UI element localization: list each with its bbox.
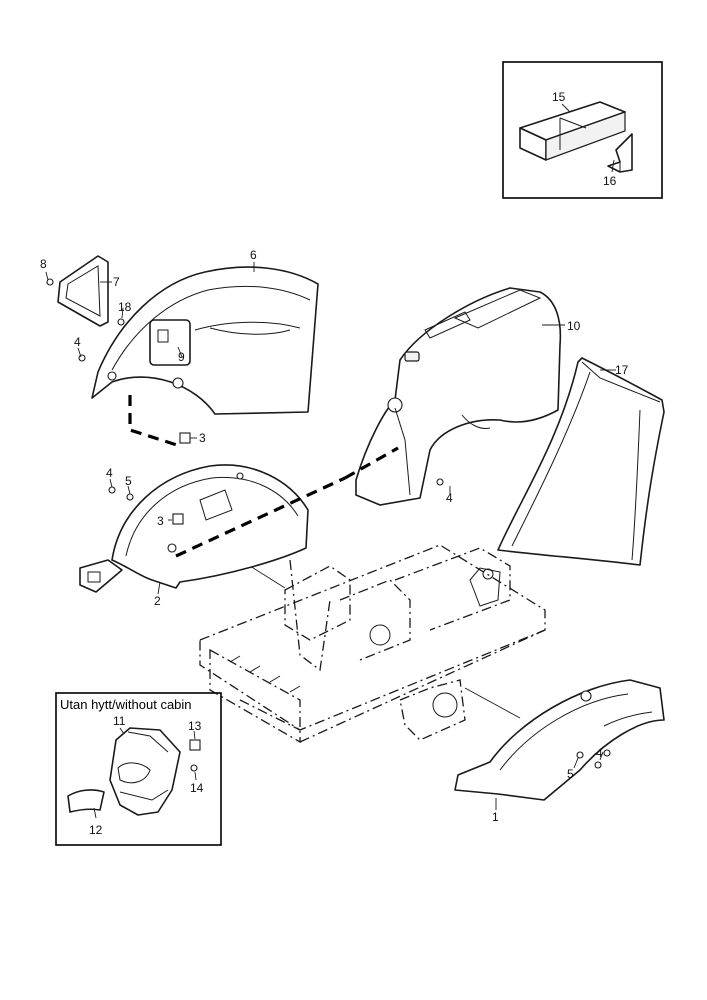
callout-9: 9: [178, 350, 185, 364]
accessory-inset-frame: [502, 61, 663, 199]
part-4-screw-left: [108, 486, 116, 494]
part-13-clip: [189, 739, 201, 751]
callout-4-left: 4: [106, 466, 113, 480]
part-2-inner-fender: [79, 464, 309, 593]
callout-2: 2: [154, 594, 161, 608]
callout-7: 7: [113, 275, 120, 289]
part-16-bracket: [607, 133, 633, 173]
callout-4-right: 4: [596, 746, 603, 760]
assembly-lines: [128, 395, 399, 558]
part-8-bolt: [46, 278, 54, 286]
callout-4-center: 4: [446, 491, 453, 505]
accessory-inset: 15 16: [502, 61, 663, 199]
part-14-screw: [190, 764, 198, 772]
callout-12: 12: [89, 823, 103, 837]
part-12-lens: [67, 789, 105, 813]
part-4-screw-upper-left: [78, 354, 86, 362]
part-5-washer-right: [576, 751, 584, 759]
part-3-clip-upper: [179, 432, 191, 444]
callout-15: 15: [552, 90, 566, 104]
callout-3-upper: 3: [199, 431, 206, 445]
without-cabin-inset: Utan hytt/without cabin 11 13 14 12: [55, 692, 222, 846]
callout-5-right: 5: [567, 767, 574, 781]
part-11-front-cover: [109, 727, 181, 816]
callout-8: 8: [40, 257, 47, 271]
callout-1: 1: [492, 810, 499, 824]
callout-17: 17: [615, 363, 629, 377]
part-18-bolt: [117, 318, 125, 326]
callout-4-upper-left: 4: [74, 335, 81, 349]
callout-13: 13: [188, 719, 202, 733]
tractor-frame-reference: [199, 544, 546, 744]
callout-16: 16: [603, 174, 617, 188]
without-cabin-inset-title: Utan hytt/without cabin: [60, 697, 192, 712]
part-10-rear-cover: [355, 287, 562, 506]
callout-3-lower: 3: [157, 514, 164, 528]
part-1-lower-fender: [454, 679, 665, 801]
callout-5-left: 5: [125, 474, 132, 488]
part-7-window-plate: [46, 255, 125, 327]
callout-14: 14: [190, 781, 204, 795]
callout-11: 11: [113, 714, 126, 728]
callout-10: 10: [567, 319, 581, 333]
callout-6: 6: [250, 248, 257, 262]
part-17-side-cover: [497, 357, 665, 566]
part-5-washer-left: [126, 493, 134, 501]
part-15-storage-case: [519, 101, 626, 161]
part-3-clip-lower: [172, 513, 184, 525]
part-4-screw-10: [436, 478, 444, 486]
without-cabin-inset-frame: [55, 692, 222, 846]
callout-18: 18: [118, 300, 132, 314]
leaders: [45, 262, 616, 810]
part-6-fender-panel: [91, 266, 319, 415]
part-4-screw-right: [594, 761, 602, 769]
callouts: 1 2 3 3 4 4 4 4 5 5 6 7 8 9 10 17 18: [40, 248, 629, 824]
